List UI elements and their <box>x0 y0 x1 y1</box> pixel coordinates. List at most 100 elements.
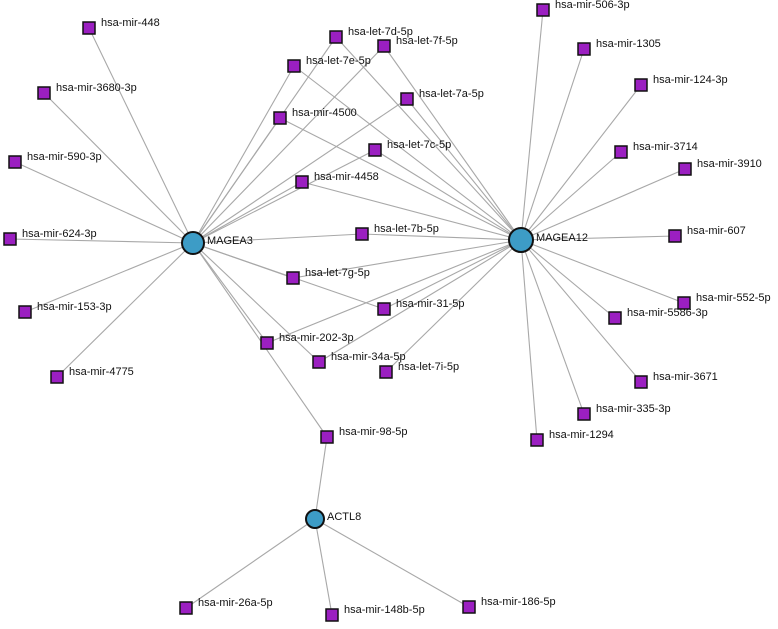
mirna-square-icon <box>379 365 393 379</box>
mirna-node-hsa-mir-186-5p[interactable]: hsa-mir-186-5p <box>462 596 556 614</box>
mirna-square-icon <box>536 3 550 17</box>
edge-magea12-hsa-let-7b-5p <box>361 233 522 241</box>
mirna-square-icon <box>355 227 369 241</box>
mirna-square-icon <box>273 111 287 125</box>
edge-actl8-hsa-mir-186-5p <box>314 518 470 608</box>
mirna-node-hsa-mir-5586-3p[interactable]: hsa-mir-5586-3p <box>608 307 708 325</box>
mirna-label: hsa-mir-26a-5p <box>198 597 273 609</box>
mirna-node-hsa-mir-335-3p[interactable]: hsa-mir-335-3p <box>577 403 671 421</box>
mirna-node-hsa-mir-3680-3p[interactable]: hsa-mir-3680-3p <box>37 82 137 100</box>
mirna-square-icon <box>329 30 343 44</box>
mirna-node-hsa-mir-4458[interactable]: hsa-mir-4458 <box>295 171 379 189</box>
mirna-label: hsa-mir-1294 <box>549 429 614 441</box>
mirna-square-icon <box>614 145 628 159</box>
gene-circle-icon <box>305 509 325 529</box>
mirna-node-hsa-mir-506-3p[interactable]: hsa-mir-506-3p <box>536 0 630 17</box>
mirna-node-hsa-mir-1294[interactable]: hsa-mir-1294 <box>530 429 614 447</box>
mirna-node-hsa-let-7f-5p[interactable]: hsa-let-7f-5p <box>377 35 458 53</box>
mirna-square-icon <box>320 430 334 444</box>
mirna-square-icon <box>179 601 193 615</box>
edge-magea3-hsa-mir-202-3p <box>192 242 268 344</box>
edge-magea12-hsa-mir-4458 <box>301 181 522 241</box>
mirna-node-hsa-mir-3714[interactable]: hsa-mir-3714 <box>614 141 698 159</box>
mirna-node-hsa-let-7a-5p[interactable]: hsa-let-7a-5p <box>400 88 484 106</box>
mirna-node-hsa-let-7c-5p[interactable]: hsa-let-7c-5p <box>368 139 451 157</box>
edge-magea3-hsa-let-7c-5p <box>192 149 376 244</box>
mirna-square-icon <box>530 433 544 447</box>
mirna-label: hsa-let-7g-5p <box>305 267 370 279</box>
mirna-square-icon <box>287 59 301 73</box>
mirna-node-hsa-mir-31-5p[interactable]: hsa-mir-31-5p <box>377 298 464 316</box>
edge-magea3-hsa-let-7a-5p <box>192 98 408 244</box>
mirna-label: hsa-mir-3714 <box>633 141 698 153</box>
edge-magea12-hsa-let-7i-5p <box>385 239 522 373</box>
gene-node-magea12[interactable]: MAGEA12 <box>508 227 588 253</box>
edge-magea3-hsa-mir-448 <box>88 27 194 244</box>
mirna-node-hsa-mir-590-3p[interactable]: hsa-mir-590-3p <box>8 151 102 169</box>
edge-magea12-hsa-mir-34a-5p <box>318 239 522 363</box>
edge-magea3-hsa-mir-3680-3p <box>43 92 194 244</box>
edge-magea12-hsa-mir-3671 <box>520 239 642 383</box>
mirna-label: hsa-let-7i-5p <box>398 361 459 373</box>
mirna-node-hsa-mir-124-3p[interactable]: hsa-mir-124-3p <box>634 74 728 92</box>
edge-magea12-hsa-mir-335-3p <box>520 239 585 415</box>
mirna-square-icon <box>37 86 51 100</box>
edge-magea3-hsa-let-7f-5p <box>192 45 385 244</box>
mirna-label: hsa-let-7b-5p <box>374 223 439 235</box>
gene-label: MAGEA3 <box>207 235 253 247</box>
mirna-node-hsa-mir-153-3p[interactable]: hsa-mir-153-3p <box>18 301 112 319</box>
mirna-label: hsa-mir-4775 <box>69 366 134 378</box>
mirna-node-hsa-mir-552-5p[interactable]: hsa-mir-552-5p <box>677 292 771 310</box>
edge-magea12-hsa-mir-1294 <box>520 239 538 441</box>
mirna-square-icon <box>677 296 691 310</box>
edge-magea3-hsa-mir-153-3p <box>24 242 194 313</box>
mirna-node-hsa-mir-26a-5p[interactable]: hsa-mir-26a-5p <box>179 597 273 615</box>
mirna-label: hsa-mir-153-3p <box>37 301 112 313</box>
mirna-node-hsa-let-7g-5p[interactable]: hsa-let-7g-5p <box>286 267 370 285</box>
mirna-label: hsa-mir-448 <box>101 17 160 29</box>
mirna-node-hsa-mir-3671[interactable]: hsa-mir-3671 <box>634 371 718 389</box>
mirna-square-icon <box>295 175 309 189</box>
mirna-square-icon <box>377 302 391 316</box>
edge-magea12-hsa-let-7g-5p <box>292 239 522 279</box>
mirna-node-hsa-mir-202-3p[interactable]: hsa-mir-202-3p <box>260 332 354 350</box>
mirna-node-hsa-let-7d-5p[interactable]: hsa-let-7d-5p <box>329 26 413 44</box>
mirna-node-hsa-mir-98-5p[interactable]: hsa-mir-98-5p <box>320 426 407 444</box>
mirna-label: hsa-mir-552-5p <box>696 292 771 304</box>
mirna-node-hsa-let-7b-5p[interactable]: hsa-let-7b-5p <box>355 223 439 241</box>
mirna-label: hsa-mir-607 <box>687 225 746 237</box>
mirna-square-icon <box>368 143 382 157</box>
gene-label: MAGEA12 <box>536 232 588 244</box>
mirna-node-hsa-mir-34a-5p[interactable]: hsa-mir-34a-5p <box>312 351 406 369</box>
network-nodes: hsa-mir-448 hsa-mir-3680-3p hsa-mir-590-3p… <box>3 0 771 622</box>
mirna-square-icon <box>577 42 591 56</box>
mirna-label: hsa-mir-34a-5p <box>331 351 406 363</box>
mirna-label: hsa-mir-5586-3p <box>627 307 708 319</box>
mirna-node-hsa-mir-1305[interactable]: hsa-mir-1305 <box>577 38 661 56</box>
mirna-node-hsa-mir-4775[interactable]: hsa-mir-4775 <box>50 366 134 384</box>
gene-node-actl8[interactable]: ACTL8 <box>305 509 361 529</box>
mirna-node-hsa-mir-148b-5p[interactable]: hsa-mir-148b-5p <box>325 604 425 622</box>
mirna-label: hsa-mir-148b-5p <box>344 604 425 616</box>
edge-magea12-hsa-mir-3714 <box>520 151 622 241</box>
mirna-node-hsa-mir-624-3p[interactable]: hsa-mir-624-3p <box>3 228 97 246</box>
mirna-node-hsa-let-7i-5p[interactable]: hsa-let-7i-5p <box>379 361 459 379</box>
mirna-label: hsa-let-7e-5p <box>306 55 371 67</box>
mirna-square-icon <box>312 355 326 369</box>
mirna-square-icon <box>325 608 339 622</box>
mirna-node-hsa-mir-607[interactable]: hsa-mir-607 <box>668 225 746 243</box>
edge-magea3-hsa-mir-4500 <box>192 117 281 244</box>
mirna-node-hsa-mir-448[interactable]: hsa-mir-448 <box>82 17 160 35</box>
mirna-label: hsa-mir-590-3p <box>27 151 102 163</box>
edge-magea3-hsa-mir-98-5p <box>192 242 328 438</box>
gene-node-magea3[interactable]: MAGEA3 <box>181 231 253 255</box>
mirna-node-hsa-mir-4500[interactable]: hsa-mir-4500 <box>273 107 357 125</box>
gene-label: ACTL8 <box>327 511 361 523</box>
mirna-square-icon <box>678 162 692 176</box>
mirna-node-hsa-let-7e-5p[interactable]: hsa-let-7e-5p <box>287 55 371 73</box>
mirna-square-icon <box>668 229 682 243</box>
edge-magea12-hsa-mir-4500 <box>279 117 522 241</box>
mirna-square-icon <box>50 370 64 384</box>
mirna-node-hsa-mir-3910[interactable]: hsa-mir-3910 <box>678 158 762 176</box>
